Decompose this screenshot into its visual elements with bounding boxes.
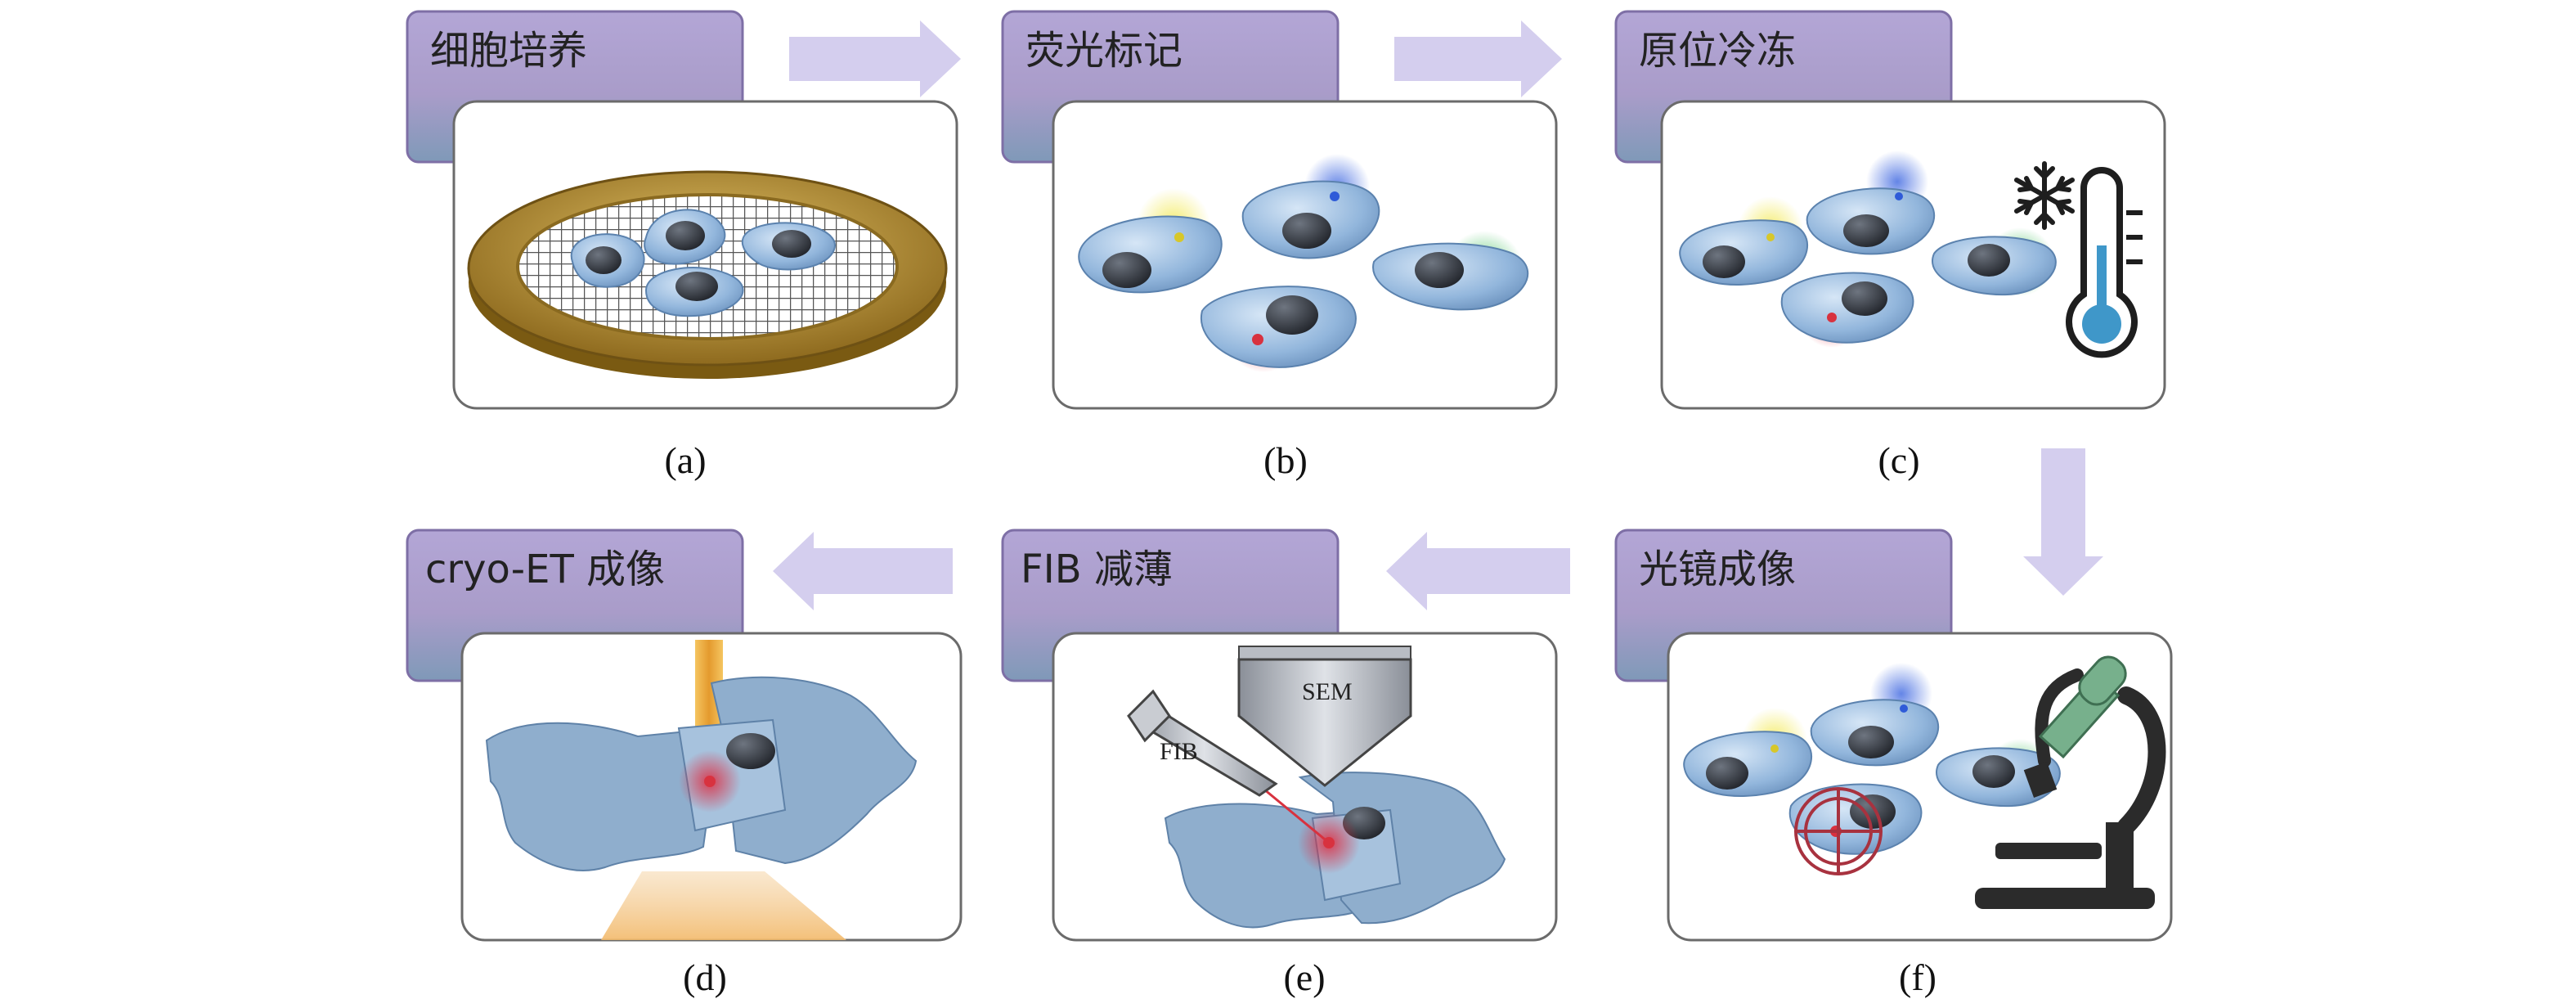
target-reticle-icon — [1794, 787, 1883, 875]
arrow-c-to-f — [2023, 448, 2103, 596]
fib-column: FIB — [1127, 689, 1278, 797]
caption-c: (c) — [1878, 439, 1919, 481]
caption-f: (f) — [1899, 956, 1936, 998]
thermometer-icon — [2066, 167, 2143, 358]
step-title-d: cryo-ET 成像 — [425, 547, 665, 592]
arrow-e-to-d — [773, 532, 953, 610]
frozen-cells — [1679, 151, 2057, 348]
sem-label: SEM — [1302, 678, 1353, 705]
cell — [570, 233, 645, 288]
step-title-f: 光镜成像 — [1639, 547, 1796, 592]
step-title-b: 荧光标记 — [1025, 28, 1183, 74]
cell — [644, 267, 744, 317]
fib-illustration: SEM FIB — [1127, 646, 1506, 929]
arrow-a-to-b — [789, 20, 961, 97]
arrow-b-to-c — [1394, 20, 1562, 97]
cell — [741, 222, 836, 271]
sem-column: SEM — [1237, 646, 1412, 787]
microscope-icon — [1975, 655, 2166, 909]
labelled-cells — [1078, 154, 1529, 372]
step-title-e: FIB 减薄 — [1021, 547, 1173, 592]
cell — [644, 209, 726, 265]
step-title-a: 细胞培养 — [430, 28, 587, 74]
caption-d: (d) — [683, 956, 727, 998]
grid-illustration — [467, 170, 948, 379]
snowflake-icon — [2014, 161, 2075, 230]
caption-b: (b) — [1263, 439, 1308, 481]
caption-e: (e) — [1283, 956, 1325, 998]
caption-a: (a) — [664, 439, 706, 481]
step-title-c: 原位冷冻 — [1639, 28, 1796, 74]
arrow-f-to-e — [1386, 532, 1570, 610]
cryo-et-illustration — [485, 640, 918, 940]
fib-label: FIB — [1160, 738, 1198, 765]
panel-c — [1660, 100, 2166, 410]
